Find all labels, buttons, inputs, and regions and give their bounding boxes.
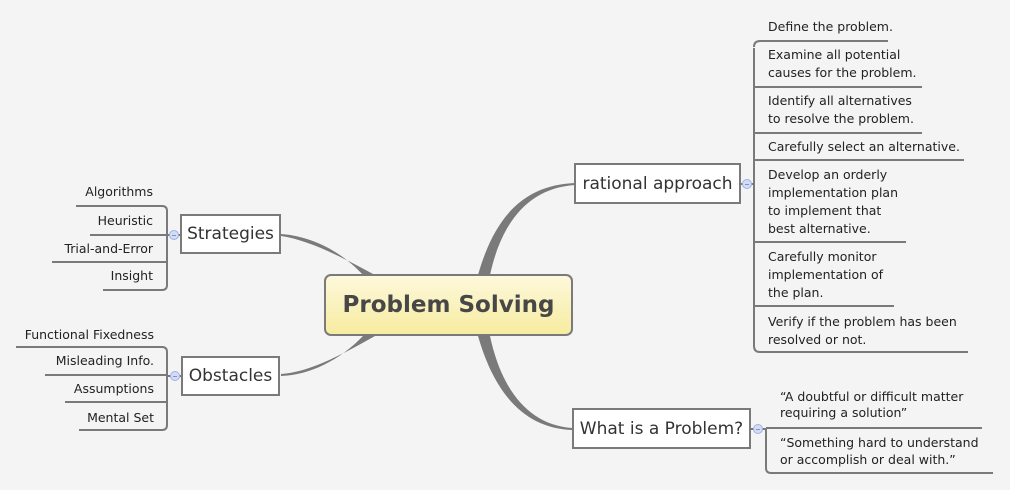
leaf-text: Mental Set (87, 410, 154, 425)
leaf-examine-causes[interactable]: Examine all potential causes for the pro… (768, 46, 917, 82)
central-topic[interactable]: Problem Solving (324, 274, 573, 336)
leaf-text: Identify all alternatives to resolve the… (768, 93, 914, 126)
leaf-misleading-info[interactable]: Misleading Info. (56, 352, 154, 370)
leaf-heuristic[interactable]: Heuristic (98, 212, 153, 230)
leaf-text: Verify if the problem has been resolved … (768, 314, 957, 347)
leaf-definition-1[interactable]: “A doubtful or difficult matter requirin… (780, 389, 963, 421)
leaf-functional-fixedness[interactable]: Functional Fixedness (25, 326, 154, 344)
topic-strategies[interactable]: Strategies (180, 214, 281, 254)
leaf-select-alternative[interactable]: Carefully select an alternative. (768, 138, 960, 156)
leaf-text: Functional Fixedness (24, 327, 154, 342)
leaf-develop-plan[interactable]: Develop an orderly implementation plan t… (768, 166, 898, 238)
leaf-define-problem[interactable]: Define the problem. (768, 18, 893, 36)
leaf-algorithms[interactable]: Algorithms (85, 183, 153, 201)
leaf-assumptions[interactable]: Assumptions (74, 380, 154, 398)
collapse-what-is-a-problem-icon[interactable] (753, 424, 763, 434)
topic-what-is-a-problem[interactable]: What is a Problem? (572, 408, 751, 449)
leaf-text: Insight (110, 268, 153, 283)
leaf-text: Develop an orderly implementation plan t… (768, 167, 899, 236)
leaf-definition-2[interactable]: “Something hard to understand or accompl… (780, 434, 979, 468)
topic-obstacles[interactable]: Obstacles (181, 356, 280, 396)
leaf-text: Heuristic (97, 213, 153, 228)
leaf-text: Algorithms (85, 184, 153, 199)
leaf-identify-alternatives[interactable]: Identify all alternatives to resolve the… (768, 92, 914, 128)
leaf-text: “Something hard to understand or accompl… (780, 435, 979, 467)
leaf-text: Define the problem. (768, 19, 893, 34)
leaf-text: Trial-and-Error (64, 241, 153, 256)
topic-label: Obstacles (188, 366, 273, 386)
leaf-text: Examine all potential causes for the pro… (768, 47, 917, 80)
leaf-text: Carefully monitor implementation of the … (768, 249, 884, 300)
leaf-insight[interactable]: Insight (111, 267, 153, 285)
topic-label: rational approach (582, 173, 733, 194)
leaf-text: Carefully select an alternative. (768, 139, 960, 154)
topic-label: Strategies (187, 224, 274, 244)
topic-label: What is a Problem? (579, 418, 744, 439)
collapse-obstacles-icon[interactable] (170, 371, 180, 381)
leaf-text: Misleading Info. (55, 353, 154, 368)
leaf-mental-set[interactable]: Mental Set (87, 409, 154, 427)
collapse-rational-approach-icon[interactable] (742, 179, 752, 189)
leaf-text: “A doubtful or difficult matter requirin… (780, 389, 964, 420)
leaf-monitor-implementation[interactable]: Carefully monitor implementation of the … (768, 248, 883, 302)
collapse-strategies-icon[interactable] (169, 230, 179, 240)
leaf-trial-and-error[interactable]: Trial-and-Error (64, 240, 153, 258)
leaf-verify-resolved[interactable]: Verify if the problem has been resolved … (768, 313, 957, 349)
leaf-text: Assumptions (73, 381, 154, 396)
topic-rational-approach[interactable]: rational approach (574, 163, 741, 204)
central-topic-label: Problem Solving (342, 292, 555, 318)
